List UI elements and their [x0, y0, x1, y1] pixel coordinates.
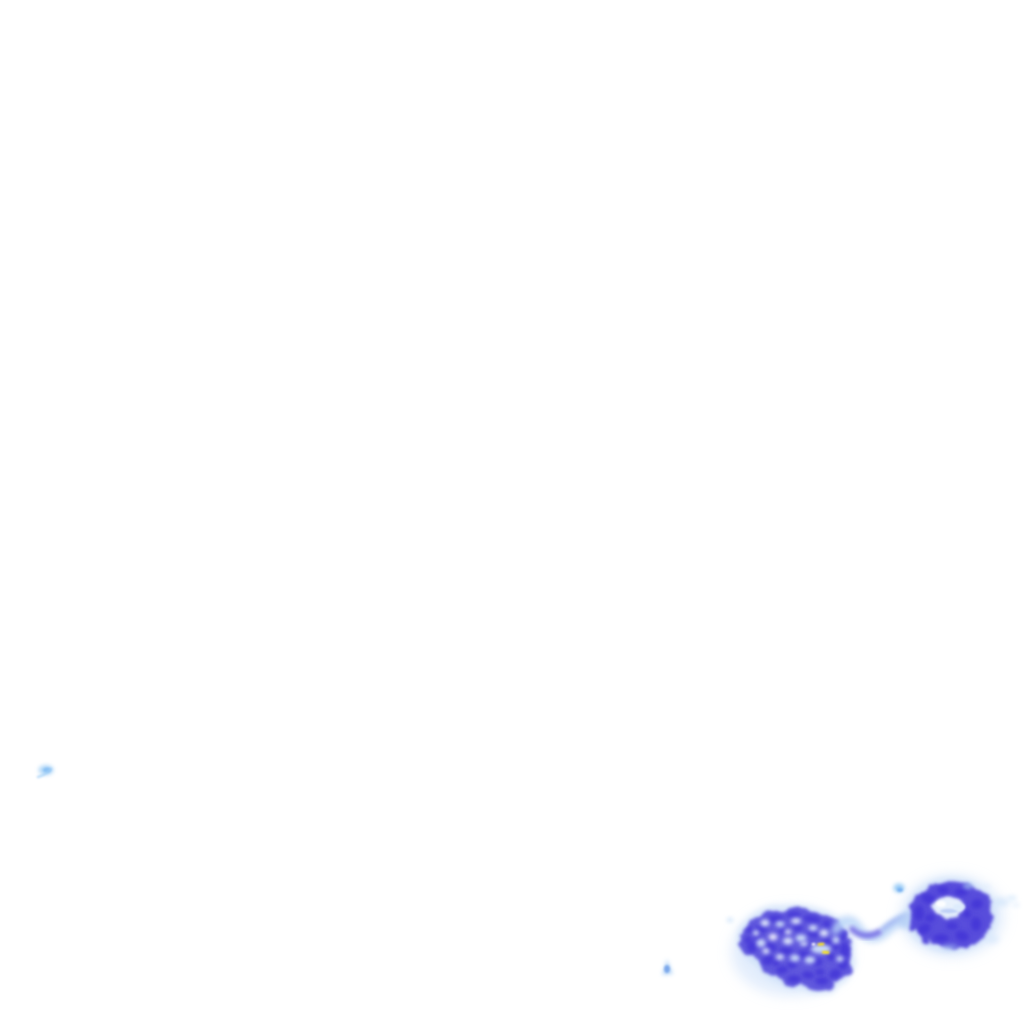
left-blob-dark-patch: [803, 914, 821, 924]
left-blob-dark-patch: [807, 930, 819, 938]
left-blob-dark-patch: [829, 968, 841, 980]
left-blob-light-hole: [819, 929, 829, 937]
bottom-mid-speck-core: [664, 965, 670, 973]
left-edge-smudge-tail: [36, 767, 53, 779]
left-blob-dark-patch: [787, 961, 797, 969]
left-blob-light-hole: [836, 956, 844, 962]
left-blob-dark-patch: [822, 938, 832, 946]
left-blob-dark-patch: [779, 947, 793, 955]
left-blob-dark-patch: [787, 911, 801, 919]
right-blob-dark-patch: [917, 923, 931, 935]
right-blob-dark-patch: [971, 917, 981, 931]
left-blob-light-hole: [762, 948, 770, 954]
right-blob-dark-patch: [925, 914, 935, 922]
right-edge-wisp: [985, 935, 999, 943]
left-blob-white-dot: [811, 942, 816, 946]
left-blob-light-hole: [795, 934, 807, 942]
right-blob-center-white: [936, 901, 946, 907]
right-edge-wisp: [981, 884, 991, 890]
left-blob-dark-patch: [762, 954, 774, 966]
right-edge-wisp: [1012, 902, 1020, 908]
left-blob-dark-patch: [787, 975, 801, 983]
left-blob-light-hole: [768, 933, 778, 941]
left-blob-light-hole: [753, 930, 759, 936]
left-blob-dark-patch: [772, 960, 780, 966]
left-blob-light-hole: [800, 941, 808, 947]
right-blob-dark-patch: [933, 934, 949, 942]
right-blob-dark-patch: [937, 886, 949, 894]
tendril-core: [849, 926, 882, 939]
speck-above-right-blob-core: [897, 888, 903, 892]
left-blob-dark-patch: [815, 968, 825, 976]
left-blob-light-hole: [808, 925, 818, 931]
left-blob-body: [740, 908, 852, 991]
stain-paint-layer: [36, 765, 1020, 996]
left-blob-dark-patch: [832, 944, 840, 950]
left-blob-dark-patch: [744, 936, 752, 944]
right-blob-dark-patch: [971, 898, 983, 910]
left-blob-light-hole: [775, 921, 785, 927]
left-blob-light-hole: [776, 954, 784, 960]
right-blob-dark-patch: [921, 893, 937, 905]
dot-left-of-left-blob: [726, 917, 734, 923]
right-blob-center-streak: [940, 908, 958, 914]
left-blob-dark-patch: [776, 965, 788, 975]
left-blob-light-hole: [790, 954, 800, 962]
left-blob-light-hole: [783, 937, 793, 945]
right-blob-dark-patch: [954, 888, 968, 896]
right-blob-dark-patch: [955, 930, 969, 942]
left-blob-dark-patch: [802, 970, 814, 980]
right-blob-dark-patch: [963, 910, 971, 918]
left-blob-light-hole: [756, 939, 766, 947]
left-blob-dark-patch: [747, 941, 757, 953]
left-blob-dark-patch: [815, 977, 829, 985]
right-blob-center-light-2: [953, 903, 965, 911]
right-blob-bottom-wisp: [942, 944, 958, 950]
left-blob-yellow-fleck: [817, 942, 825, 946]
right-edge-wisp: [992, 898, 1010, 906]
left-blob-light-hole: [804, 956, 816, 964]
left-blob-yellow-fleck: [821, 950, 830, 954]
right-edge-wisp: [1007, 895, 1017, 901]
left-blob-dark-patch: [746, 927, 754, 933]
right-blob-dark-patch: [946, 922, 958, 930]
right-blob-top-wisp: [963, 883, 973, 889]
left-blob-dark-patch: [827, 953, 835, 961]
left-blob-light-hole: [784, 929, 792, 935]
left-blob-light-hole: [760, 919, 770, 927]
left-blob-dark-patch: [840, 942, 850, 958]
left-blob-dark-patch: [793, 924, 803, 932]
left-blob-light-hole: [832, 936, 840, 944]
right-blob-dark-patch: [914, 905, 924, 921]
left-blob-light-hole: [791, 918, 801, 924]
